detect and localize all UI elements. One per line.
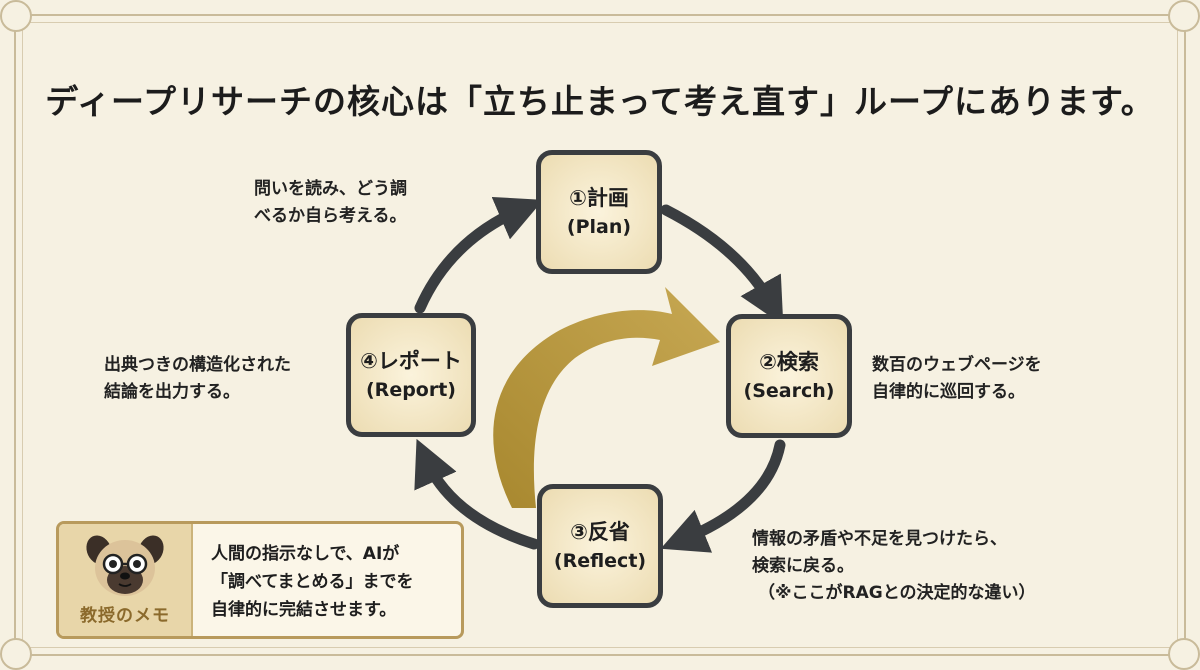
memo-line: 自律的に完結させます。 bbox=[211, 600, 397, 620]
search-description-line: 数百のウェブページを bbox=[872, 355, 1042, 375]
node-plan: ①計画 (Plan) bbox=[536, 150, 662, 274]
reflect-description-line: 情報の矛盾や不足を見つけたら、 bbox=[752, 529, 1007, 549]
page-title: ディープリサーチの核心は「立ち止まって考え直す」ループにあります。 bbox=[45, 82, 1155, 121]
report-description: 出典つきの構造化された 結論を出力する。 bbox=[104, 352, 291, 406]
report-description-line: 出典つきの構造化された bbox=[104, 355, 291, 375]
node-reflect-label: ③反省 bbox=[570, 520, 630, 544]
node-plan-label: ①計画 bbox=[569, 186, 629, 210]
memo-icon-panel: 教授のメモ bbox=[59, 524, 193, 636]
frame-corner-ornament bbox=[1168, 638, 1200, 670]
plan-description-line: 問いを読み、どう調 bbox=[254, 179, 407, 199]
report-description-line: 結論を出力する。 bbox=[104, 382, 240, 402]
arrow-report-to-plan bbox=[414, 196, 544, 314]
pug-professor-icon bbox=[86, 535, 164, 596]
professor-memo: 教授のメモ 人間の指示なしで、AIが 「調べてまとめる」までを 自律的に完結させ… bbox=[56, 521, 464, 639]
memo-line: 人間の指示なしで、AIが bbox=[211, 544, 400, 564]
cycle-accent-arrow bbox=[493, 287, 720, 508]
reflect-description: 情報の矛盾や不足を見つけたら、 検索に戻る。 （※ここがRAGとの決定的な違い） bbox=[752, 526, 1036, 607]
frame-corner-ornament bbox=[0, 638, 32, 670]
plan-description-line: べるか自ら考える。 bbox=[254, 206, 407, 226]
node-reflect: ③反省 (Reflect) bbox=[537, 484, 663, 608]
memo-text: 人間の指示なしで、AIが 「調べてまとめる」までを 自律的に完結させます。 bbox=[211, 540, 413, 624]
reflect-description-line: （※ここがRAGとの決定的な違い） bbox=[758, 583, 1036, 603]
memo-label: 教授のメモ bbox=[80, 606, 170, 626]
node-report-sublabel: (Report) bbox=[366, 379, 456, 401]
arrow-reflect-to-report bbox=[414, 438, 540, 550]
node-reflect-sublabel: (Reflect) bbox=[553, 550, 647, 572]
node-search-label: ②検索 bbox=[759, 350, 819, 374]
inner-frame bbox=[22, 22, 1178, 648]
node-plan-sublabel: (Plan) bbox=[566, 216, 632, 238]
arrow-search-to-reflect bbox=[660, 439, 786, 553]
frame-corner-ornament bbox=[1168, 0, 1200, 32]
memo-line: 「調べてまとめる」までを bbox=[211, 572, 414, 592]
node-report: ④レポート (Report) bbox=[346, 313, 476, 437]
reflect-description-line: 検索に戻る。 bbox=[752, 556, 854, 576]
plan-description: 問いを読み、どう調 べるか自ら考える。 bbox=[254, 176, 407, 230]
node-report-label: ④レポート bbox=[360, 349, 462, 373]
node-search-sublabel: (Search) bbox=[743, 380, 835, 402]
node-search: ②検索 (Search) bbox=[726, 314, 852, 438]
frame-corner-ornament bbox=[0, 0, 32, 32]
outer-frame bbox=[14, 14, 1186, 656]
search-description-line: 自律的に巡回する。 bbox=[872, 382, 1025, 402]
search-description: 数百のウェブページを 自律的に巡回する。 bbox=[872, 352, 1042, 406]
arrow-plan-to-search bbox=[660, 204, 784, 326]
